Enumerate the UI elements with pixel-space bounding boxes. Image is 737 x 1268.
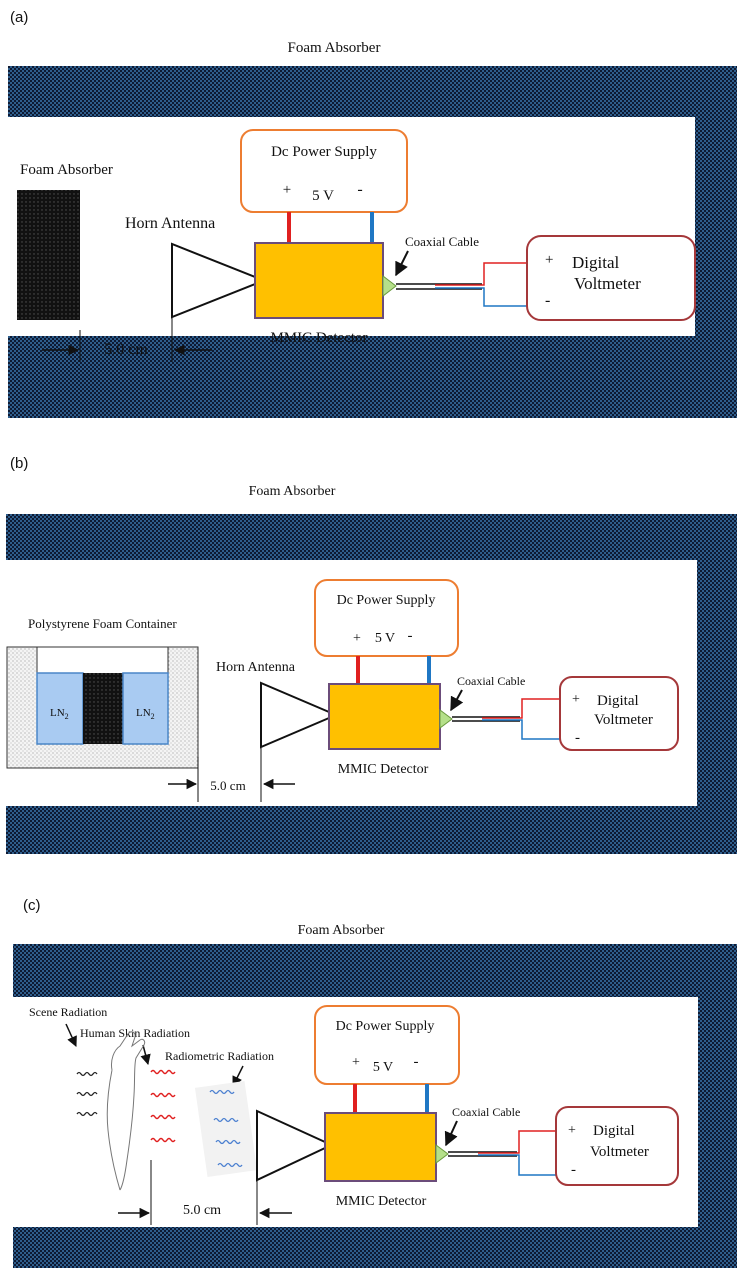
digital-voltmeter-box — [559, 676, 679, 751]
ln2-label-right: LN2 — [136, 707, 155, 721]
detector-connector — [439, 709, 453, 729]
ln2-label-left: LN2 — [50, 707, 69, 721]
radiometric-radiation-label: Radiometric Radiation — [165, 1049, 274, 1063]
human-arm-icon — [106, 1031, 146, 1191]
power-supply-label: Dc Power Supply — [337, 593, 436, 608]
voltmeter-minus: - — [571, 1162, 576, 1178]
coaxial-cable-pointer — [444, 1120, 458, 1147]
power-supply-label: Dc Power Supply — [271, 144, 377, 160]
panel-a: (a) Foam Absorber Foam Absorber Dc Power… — [8, 9, 737, 418]
skin-radiation-waves — [150, 1069, 176, 1143]
black-foam-block — [83, 673, 123, 744]
coaxial-cable-label: Coaxial Cable — [457, 674, 525, 688]
coaxial-cable-label: Coaxial Cable — [452, 1105, 520, 1119]
distance-label: 5.0 cm — [104, 341, 148, 358]
voltmeter-negative-wire — [478, 1154, 556, 1176]
detector-connector — [382, 274, 397, 298]
distance-label: 5.0 cm — [183, 1203, 221, 1218]
panel-b: (b) Foam Absorber Polystyrene Foam Conta… — [6, 455, 737, 854]
scene-radiation-waves — [76, 1071, 98, 1117]
voltmeter-negative-wire — [435, 287, 527, 307]
voltmeter-label-line2: Voltmeter — [574, 274, 641, 293]
voltmeter-label-line1: Digital — [572, 253, 619, 272]
left-absorber-label: Foam Absorber — [20, 162, 113, 178]
distance-label: 5.0 cm — [210, 778, 245, 793]
skin-label-pointer — [140, 1044, 151, 1066]
panel-label: (a) — [10, 9, 28, 26]
voltmeter-positive-wire — [478, 1130, 556, 1154]
voltmeter-label-line1: Digital — [597, 693, 639, 709]
mmic-detector — [328, 683, 441, 750]
mmic-detector-label: MMIC Detector — [336, 1194, 427, 1209]
ln2-tank-right — [122, 672, 169, 745]
power-supply-box — [314, 579, 459, 657]
container-cavity — [36, 646, 169, 675]
coaxial-cable-pointer — [395, 250, 409, 277]
top-absorber-label: Foam Absorber — [288, 40, 381, 56]
power-supply-box — [240, 129, 408, 213]
foam-absorber-frame — [6, 514, 737, 854]
horn-antenna-label: Horn Antenna — [125, 215, 215, 232]
skin-radiation-label: Human Skin Radiation — [80, 1026, 190, 1040]
horn-antenna — [171, 242, 256, 319]
panel-c: (c) Foam Absorber Scene Radiation Human … — [13, 897, 737, 1268]
radiometric-radiation-waves — [194, 1080, 258, 1178]
foam-absorber-frame — [8, 66, 737, 418]
voltmeter-label-line2: Voltmeter — [594, 712, 653, 728]
horn-antenna-label: Horn Antenna — [216, 660, 296, 675]
horn-antenna — [256, 1109, 326, 1182]
panel-label: (c) — [23, 897, 41, 914]
panel-label: (b) — [10, 455, 28, 472]
voltmeter-label-line2: Voltmeter — [590, 1144, 649, 1160]
voltmeter-label-line1: Digital — [593, 1123, 635, 1139]
foam-absorber-frame — [13, 944, 737, 1268]
plus-sign: + — [353, 631, 361, 646]
plus-sign: + — [283, 182, 291, 198]
voltage-label: 5 V — [375, 631, 395, 646]
voltage-label: 5 V — [312, 188, 334, 204]
voltage-label: 5 V — [373, 1060, 393, 1075]
minus-sign: - — [357, 181, 362, 198]
top-absorber-label: Foam Absorber — [249, 484, 336, 499]
coaxial-cable-label: Coaxial Cable — [405, 234, 479, 249]
voltmeter-minus: - — [545, 292, 550, 309]
horn-antenna — [260, 681, 330, 749]
container-label: Polystyrene Foam Container — [28, 616, 177, 631]
voltmeter-negative-wire — [482, 719, 560, 740]
foam-absorber-block — [17, 190, 80, 320]
plus-sign: + — [352, 1055, 360, 1070]
digital-voltmeter-box — [526, 235, 696, 321]
voltmeter-plus: + — [545, 252, 553, 268]
power-supply-label: Dc Power Supply — [336, 1019, 435, 1034]
minus-sign: - — [414, 1054, 419, 1070]
detector-connector — [435, 1144, 449, 1164]
voltmeter-positive-wire — [435, 262, 527, 286]
power-supply-box — [314, 1005, 460, 1085]
top-absorber-label: Foam Absorber — [298, 923, 385, 938]
digital-voltmeter-box — [555, 1106, 679, 1186]
minus-sign: - — [408, 628, 413, 644]
mmic-detector — [254, 242, 384, 319]
voltmeter-minus: - — [575, 730, 580, 746]
coaxial-cable-pointer — [450, 689, 464, 712]
voltmeter-plus: + — [572, 692, 580, 707]
mmic-detector-label: MMIC Detector — [270, 330, 367, 346]
scene-label-pointer — [65, 1023, 77, 1047]
voltmeter-plus: + — [568, 1123, 576, 1138]
mmic-detector-label: MMIC Detector — [338, 762, 429, 777]
mmic-detector — [324, 1112, 437, 1182]
voltmeter-positive-wire — [482, 698, 560, 719]
scene-radiation-label: Scene Radiation — [29, 1005, 107, 1019]
